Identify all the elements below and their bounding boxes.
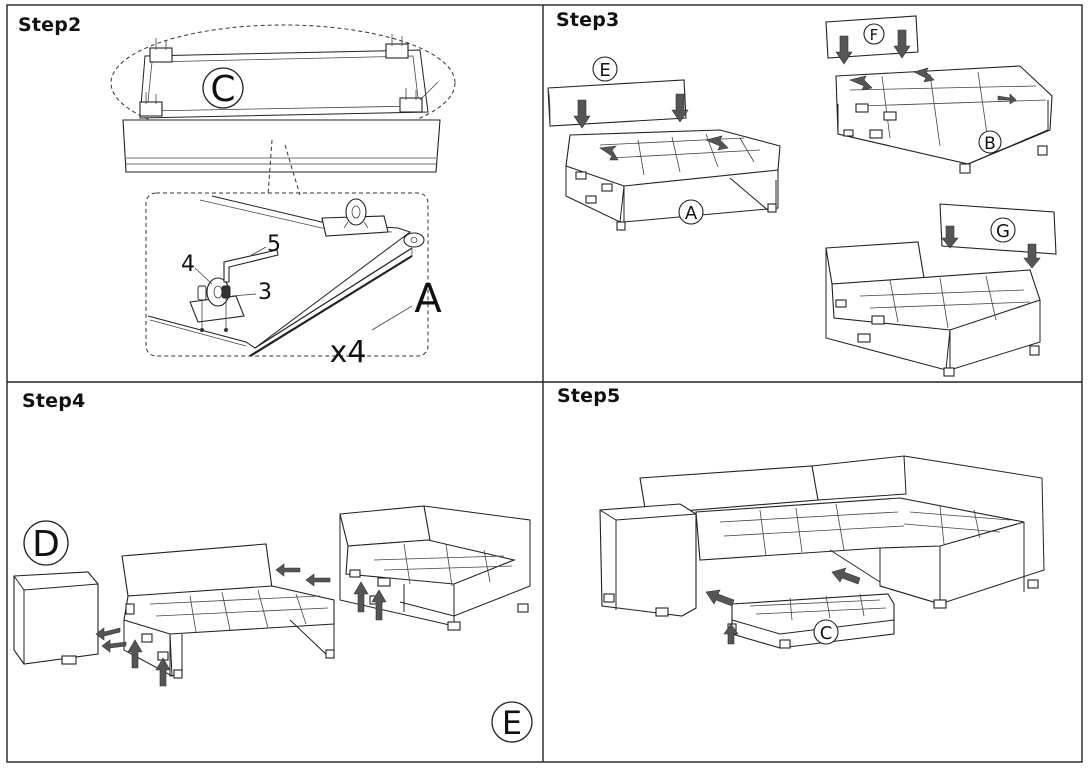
step2-quantity-label: x4 [330, 335, 367, 370]
step4-label-e: E [502, 704, 522, 742]
step2-title: Step2 [18, 14, 82, 36]
step2-callout-c: C [210, 69, 235, 110]
step2-part-a-label: A [414, 276, 442, 322]
step3-label-b: B [984, 134, 996, 154]
step5-title: Step5 [557, 385, 621, 407]
step3-label-a: A [685, 203, 698, 224]
step3-label-g: G [996, 221, 1010, 242]
step4-title: Step4 [22, 390, 86, 412]
panel-grid [6, 4, 1083, 763]
step4-label-d: D [32, 524, 60, 565]
step5-sofa-drawing [599, 455, 1045, 649]
step3-label-e: E [599, 60, 610, 81]
step3-title: Step3 [556, 9, 620, 31]
step3-label-f: F [870, 26, 879, 44]
step5-label-c: C [820, 623, 833, 644]
step4-sofa-drawings [13, 505, 533, 743]
step2-frame-drawing [110, 24, 456, 357]
callout-c-circle [202, 67, 244, 109]
step3-sofa-drawings [547, 15, 1057, 377]
step2-part-3-label: 3 [258, 280, 272, 305]
step2-part-5-label: 5 [267, 232, 281, 257]
step2-part-4-label: 4 [181, 252, 195, 277]
